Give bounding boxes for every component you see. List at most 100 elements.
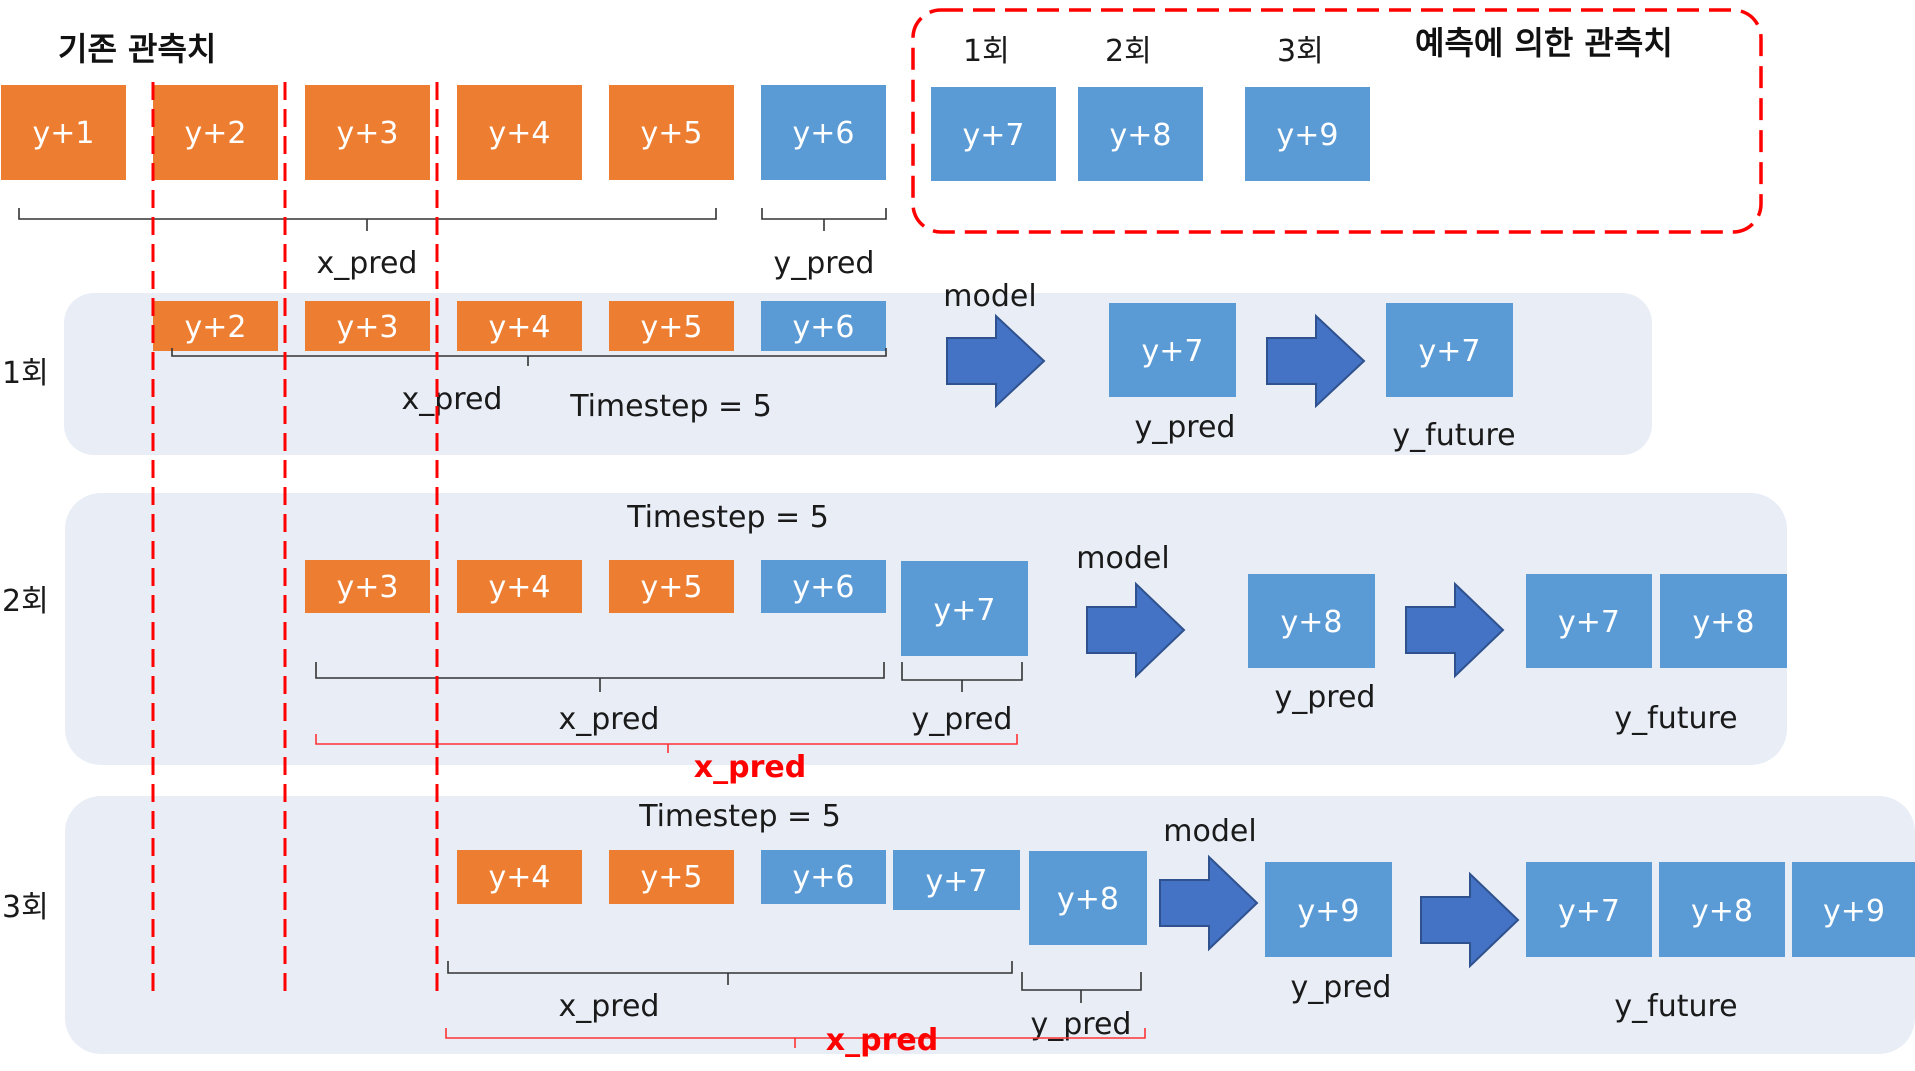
round-2-input-label: y+7 — [934, 593, 996, 628]
round-3-timestep: Timestep = 5 — [638, 799, 841, 834]
round-2-input-label: y+5 — [641, 570, 703, 605]
round-2-input-label: y+4 — [489, 570, 551, 605]
round-3-input-label: y+5 — [641, 860, 703, 895]
round-1-input-label: y+6 — [793, 310, 855, 345]
round-2-future-box — [1660, 574, 1787, 668]
round-2-input-box — [305, 560, 430, 613]
round-1-input-box — [457, 301, 582, 351]
round-1-y-future-label: y_future — [1392, 418, 1515, 453]
round-1-input-label: y+3 — [337, 310, 399, 345]
predicted-box-label: y+9 — [1277, 118, 1339, 153]
round-2-future-label: y+7 — [1558, 605, 1620, 640]
round-3-input-box — [893, 850, 1020, 910]
round-2-timestep: Timestep = 5 — [626, 500, 829, 535]
round-3-y-pred-output-label: y_pred — [1291, 970, 1392, 1005]
y-pred-label: y_pred — [774, 246, 875, 281]
round-1-input-box — [761, 301, 886, 351]
round-1-y-pred-label: y_pred — [1135, 410, 1236, 445]
predicted-observations-group — [911, 8, 1763, 234]
round-1-future-box — [1386, 303, 1513, 397]
round-1-model-arrow — [946, 313, 1046, 409]
round-3-input-box — [457, 850, 582, 904]
round-3-input-label: y+7 — [926, 864, 988, 899]
round-3-y-pred-brace — [1021, 972, 1142, 1003]
round-2-input-label: y+6 — [793, 570, 855, 605]
predicted-round-2-label: 2회 — [1105, 34, 1152, 69]
round-2-x-pred-label: x_pred — [559, 702, 660, 737]
top-box — [1, 85, 126, 180]
top-box — [761, 85, 886, 180]
round-2-side-label: 2회 — [2, 584, 49, 619]
round-2-future-box — [1526, 574, 1652, 668]
round-3-future-label: y+9 — [1823, 894, 1885, 929]
round-3-future-label: y+8 — [1691, 894, 1753, 929]
round-3-input-box — [761, 850, 886, 904]
round-3-red-x-pred-label: x_pred — [826, 1023, 938, 1058]
predicted-box — [1078, 87, 1203, 181]
round-1-input-box — [609, 301, 734, 351]
round-3-model-label: model — [1163, 814, 1256, 849]
round-3-future-box — [1792, 862, 1915, 957]
x-pred-label: x_pred — [317, 246, 418, 281]
round-2-future-label: y+8 — [1693, 605, 1755, 640]
round-1-input-label: y+5 — [641, 310, 703, 345]
round-2-y-pred-label: y_pred — [912, 702, 1013, 737]
top-box-label: y+6 — [793, 116, 855, 151]
round-1-output-label: y+7 — [1142, 334, 1204, 369]
top-box — [609, 85, 734, 180]
predicted-observations-title: 예측에 의한 관측치 — [1415, 24, 1673, 62]
round-2-model-arrow — [1086, 581, 1186, 679]
round-1-model-label: model — [943, 279, 1036, 314]
round-1-future-label: y+7 — [1419, 334, 1481, 369]
round-1-timestep: Timestep = 5 — [569, 389, 772, 424]
round-2-y-future-label: y_future — [1614, 701, 1737, 736]
round-2-output-label: y+8 — [1281, 605, 1343, 640]
round-3-future-box — [1526, 862, 1652, 957]
round-3-red-x-pred-brace — [445, 1028, 1146, 1048]
round-2-input-box — [761, 560, 886, 613]
predicted-round-1-label: 1회 — [963, 34, 1010, 69]
round-3-future-arrow — [1420, 871, 1520, 969]
round-2-output-box — [1248, 574, 1375, 668]
round-2-red-x-pred-brace — [315, 734, 1018, 753]
top-box — [305, 85, 430, 180]
predicted-box-label: y+7 — [963, 118, 1025, 153]
top-box-label: y+1 — [33, 116, 95, 151]
round-1-output-box — [1109, 303, 1236, 397]
round-1-future-arrow — [1266, 313, 1366, 409]
round-3-output-label: y+9 — [1298, 894, 1360, 929]
round-3-x-pred-brace — [447, 961, 1013, 985]
round-1-input-label: y+4 — [489, 310, 551, 345]
round-3-y-future-label: y_future — [1614, 989, 1737, 1024]
top-box-label: y+4 — [489, 116, 551, 151]
predicted-box — [931, 87, 1056, 181]
top-box — [457, 85, 582, 180]
round-2-future-arrow — [1405, 581, 1505, 679]
top-box-label: y+3 — [337, 116, 399, 151]
round-2-y-pred-brace — [901, 662, 1023, 692]
round-2-x-pred-brace — [315, 662, 885, 692]
predicted-box-label: y+8 — [1110, 118, 1172, 153]
existing-observations-title: 기존 관측치 — [58, 30, 216, 68]
round-3-model-arrow — [1159, 854, 1259, 952]
round-2-input-box — [901, 561, 1028, 656]
round-1-input-box — [153, 301, 278, 351]
round-3-input-label: y+4 — [489, 860, 551, 895]
round-2-input-box — [457, 560, 582, 613]
round-3-input-box — [609, 850, 734, 904]
round-1-input-label: y+2 — [185, 310, 247, 345]
y-pred-brace — [761, 208, 887, 231]
round-2-model-label: model — [1076, 541, 1169, 576]
round-3-future-label: y+7 — [1558, 894, 1620, 929]
round-1-input-box — [305, 301, 430, 351]
round-1-x-pred-brace — [171, 348, 887, 366]
round-2-input-box — [609, 560, 734, 613]
round-3-input-box — [1029, 851, 1147, 945]
x-pred-brace — [18, 208, 717, 231]
round-3-x-pred-label: x_pred — [559, 989, 660, 1024]
predicted-box — [1245, 87, 1370, 181]
round-2-y-pred-output-label: y_pred — [1275, 680, 1376, 715]
predicted-round-3-label: 3회 — [1277, 34, 1324, 69]
